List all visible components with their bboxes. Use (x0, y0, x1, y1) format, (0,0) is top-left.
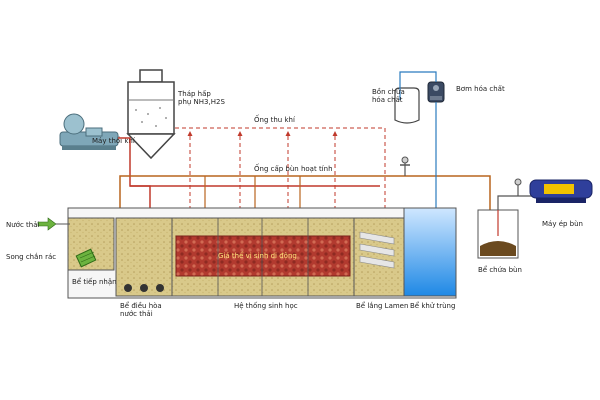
sludge-tank-label: Bể chứa bùn (478, 265, 522, 274)
gas-collection-pipe (175, 127, 386, 222)
lamella-tank-label: Bể lắng Lamen (356, 301, 408, 310)
equalization-tank (115, 217, 173, 297)
valve-icon (400, 156, 410, 176)
sludge-return-pipe (119, 175, 491, 210)
adsorption-tower-icon (126, 69, 176, 160)
receiving-tank-label: Bể tiếp nhận (72, 277, 117, 286)
gas-pipe-label: Ống thu khí (254, 114, 296, 124)
blower-label: Máy thổi khí (92, 136, 136, 145)
disinfection-tank (403, 207, 457, 297)
chemical-line (399, 71, 437, 82)
air-blower-icon (59, 113, 119, 150)
screen-icon (75, 248, 97, 268)
sludge-pipe-label: Ống cấp bùn hoạt tính (254, 163, 333, 173)
lamella-plates (359, 231, 395, 269)
disinfection-tank-label: Bể khử trùng (410, 301, 455, 310)
aeration-diffusers (124, 284, 164, 292)
bio-system-label: Hệ thống sinh học (234, 302, 298, 310)
press-feed-line (497, 195, 540, 210)
press-label: Máy ép bùn (542, 220, 583, 228)
screw-press-icon (529, 179, 593, 203)
valve-icon (514, 178, 522, 196)
chem-pump-label: Bơm hóa chất (456, 85, 505, 93)
inlet-arrow-icon (37, 217, 57, 231)
inlet-label: Nước thải (6, 221, 40, 229)
screen-label: Song chắn rác (6, 252, 56, 261)
dosing-pump-icon (427, 81, 445, 103)
bio-media-label: Giá thể vi sinh di động (218, 251, 297, 260)
bio-media-zone (175, 235, 351, 277)
chemical-tank-icon (394, 82, 420, 124)
sludge-fill (480, 241, 516, 256)
